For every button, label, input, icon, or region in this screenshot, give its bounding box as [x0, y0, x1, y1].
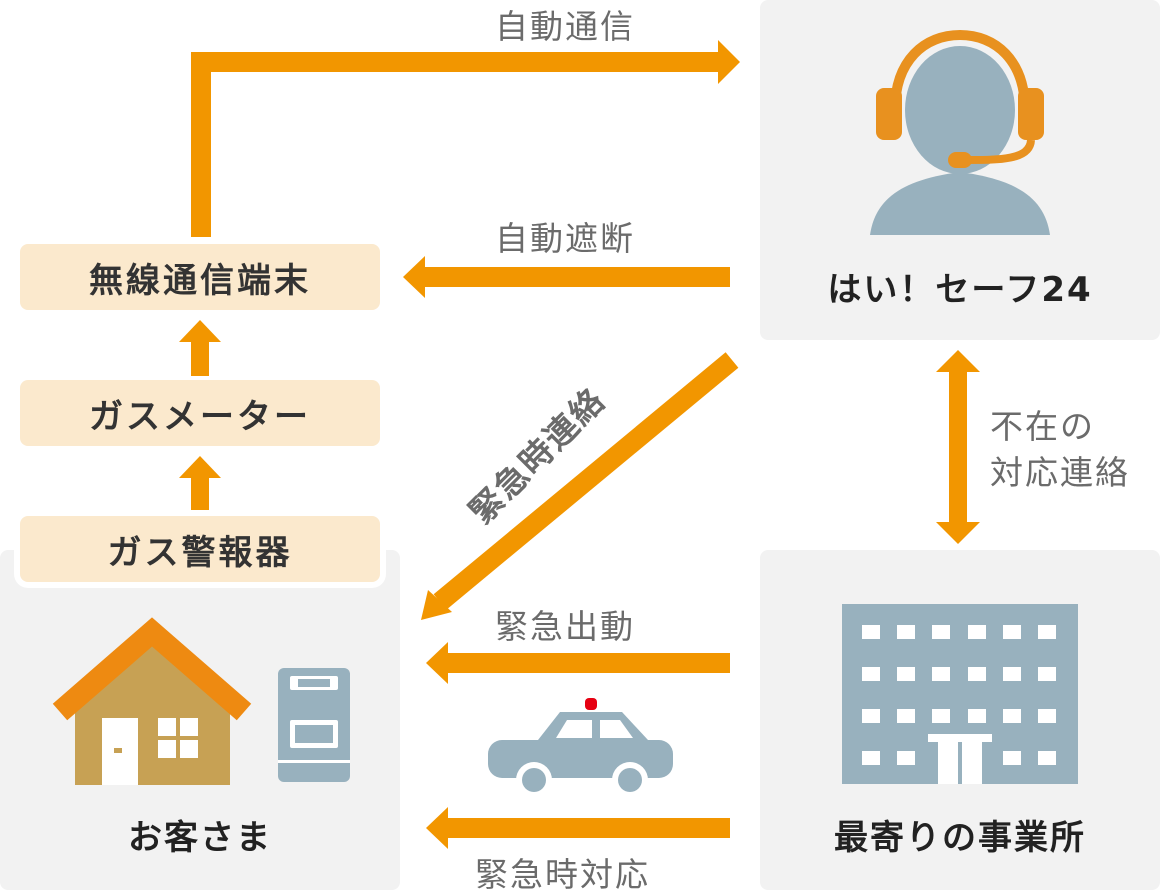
gas-meter-label: ガスメーター	[89, 396, 311, 437]
auto-comm-arrow	[191, 40, 740, 237]
emergency-dispatch-arrow	[426, 642, 730, 684]
auto-shutoff-label: 自動遮断	[495, 219, 635, 258]
emergency-dispatch-label: 緊急出動	[495, 607, 635, 646]
wireless-terminal-box: 無線通信端末	[20, 244, 380, 310]
gas-alarm-label: ガス警報器	[107, 532, 293, 573]
gas-meter-box: ガスメーター	[20, 380, 380, 446]
emergency-response-arrow	[426, 807, 730, 849]
auto-comm-label: 自動通信	[495, 7, 635, 46]
wireless-terminal-label: 無線通信端末	[89, 260, 311, 301]
meter-to-terminal-arrow	[179, 320, 221, 376]
house-icon	[52, 617, 252, 785]
customer-label: お客さま	[128, 818, 272, 858]
office-label: 最寄りの事業所	[834, 818, 1086, 858]
gas-alarm-box: ガス警報器	[20, 516, 380, 582]
emergency-contact-arrow	[421, 352, 739, 620]
gas-meter-icon	[278, 668, 350, 782]
absence-label-line1: 不在の	[990, 407, 1095, 446]
auto-shutoff-arrow	[403, 256, 730, 298]
operator-headset-icon	[870, 29, 1050, 235]
absence-label-line2: 対応連絡	[990, 453, 1130, 492]
patrol-car-icon	[488, 698, 673, 798]
absence-contact-arrow	[936, 350, 980, 544]
alarm-to-meter-arrow	[179, 456, 221, 512]
office-building-icon	[842, 604, 1078, 784]
center-label: はい！セーフ24	[827, 270, 1093, 310]
emergency-response-label: 緊急時対応	[475, 855, 650, 890]
